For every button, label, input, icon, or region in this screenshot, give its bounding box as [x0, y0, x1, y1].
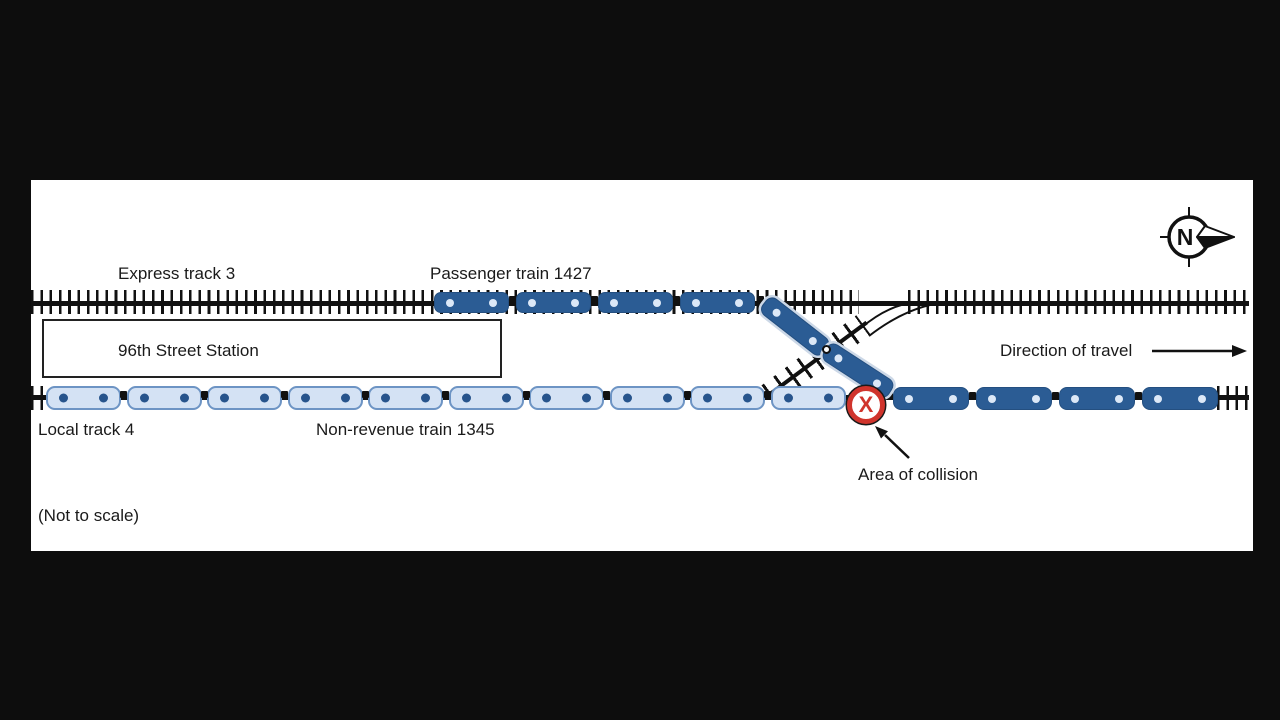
axle-dot	[99, 393, 108, 403]
coupler	[969, 391, 976, 399]
axle-dot	[461, 393, 471, 403]
axle-dot	[489, 298, 497, 307]
axle-dot	[59, 393, 68, 403]
coupler	[1052, 391, 1059, 399]
coupler	[200, 390, 208, 398]
axle-dot	[542, 393, 551, 403]
compass-n-label: N	[1177, 224, 1194, 250]
axle-dot	[735, 298, 743, 307]
axle-dot	[949, 394, 957, 403]
axle-dot	[905, 394, 913, 403]
axle-dot	[421, 393, 430, 403]
passenger-train-car	[1059, 387, 1135, 410]
passenger-train-label: Passenger train 1427	[430, 264, 592, 283]
not-to-scale-label: (Not to scale)	[38, 506, 140, 525]
area-of-collision-label: Area of collision	[858, 465, 979, 484]
passenger-train-car	[434, 292, 509, 313]
nonrevenue-train-car	[46, 386, 121, 410]
axle-dot	[582, 393, 591, 403]
axle-dot	[1154, 394, 1162, 403]
axle-dot	[340, 393, 350, 403]
passenger-train-car	[680, 292, 755, 313]
coupler	[1135, 391, 1142, 399]
passenger-train-car	[598, 292, 673, 313]
nonrevenue-train-car	[690, 386, 765, 410]
axle-dot	[743, 393, 752, 403]
compass-icon: N	[1160, 207, 1235, 267]
axle-dot	[692, 298, 700, 307]
nonrevenue-train-car	[609, 386, 685, 410]
station-label: 96th Street Station	[118, 341, 259, 360]
axle-dot	[823, 393, 833, 403]
coupler	[673, 295, 680, 303]
axle-dot	[446, 298, 454, 307]
nonrevenue-train-car	[126, 386, 202, 410]
nonrevenue-train-car	[368, 386, 443, 410]
coupler	[757, 295, 764, 303]
coupler	[442, 390, 450, 398]
axle-dot	[139, 393, 149, 403]
axle-dot	[703, 393, 712, 403]
passenger-train-car	[516, 292, 591, 313]
axle-dot	[300, 393, 310, 403]
axle-dot	[179, 393, 189, 403]
coupler	[764, 390, 772, 398]
axle-dot	[988, 394, 996, 403]
passenger-train-car	[893, 387, 969, 410]
collision-marker: X	[847, 386, 885, 424]
coupler	[120, 390, 128, 398]
nonrevenue-train-car	[529, 386, 604, 410]
axle-dot	[783, 393, 793, 403]
axle-dot	[1032, 394, 1040, 403]
coupler	[361, 390, 369, 398]
axle-dot	[501, 393, 511, 403]
axle-dot	[571, 298, 579, 307]
axle-dot	[662, 393, 672, 403]
nonrevenue-train-car	[287, 386, 363, 410]
coupler	[683, 390, 691, 398]
collision-x: X	[858, 392, 874, 417]
local-track-label: Local track 4	[38, 420, 135, 439]
axle-dot	[381, 393, 390, 403]
coupler	[591, 295, 598, 303]
passenger-train-car	[976, 387, 1052, 410]
coupler	[509, 295, 516, 303]
coupler	[603, 390, 611, 398]
nonrevenue-train-car	[207, 386, 282, 410]
axle-dot	[610, 298, 618, 307]
axle-dot	[528, 298, 536, 307]
nonrevenue-train-car	[448, 386, 524, 410]
passenger-train-car	[1142, 387, 1218, 410]
axle-dot	[1198, 394, 1206, 403]
axle-dot	[653, 298, 661, 307]
axle-dot	[1071, 394, 1079, 403]
express-track-label: Express track 3	[118, 264, 236, 283]
nonrevenue-train-car	[770, 386, 846, 410]
axle-dot	[260, 393, 269, 403]
coupler	[522, 390, 530, 398]
axle-dot	[1115, 394, 1123, 403]
station-box: 96th Street Station	[42, 319, 502, 378]
nonrevenue-train-label: Non-revenue train 1345	[316, 420, 495, 439]
coupler	[281, 390, 289, 398]
axle-dot	[622, 393, 632, 403]
direction-of-travel-label: Direction of travel	[1000, 341, 1133, 360]
coupler	[886, 392, 893, 400]
coupling-circle	[822, 345, 831, 354]
axle-dot	[220, 393, 229, 403]
